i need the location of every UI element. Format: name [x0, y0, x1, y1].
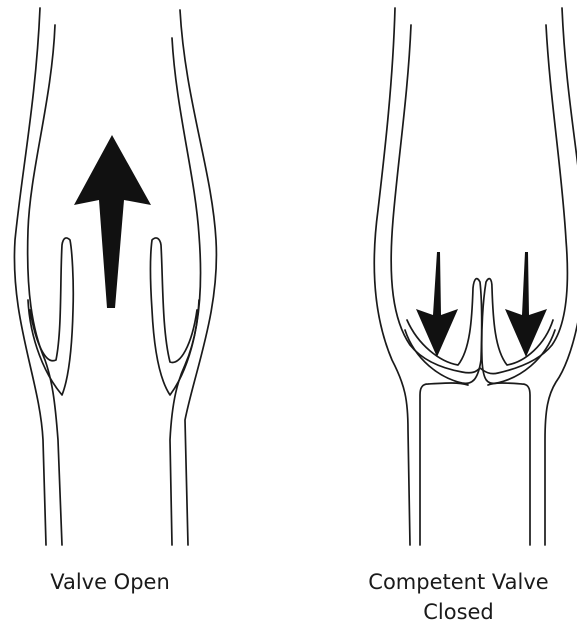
- valve-leaflet-right: [151, 238, 200, 395]
- vein-open-diagram: [14, 8, 216, 545]
- arrow-up-icon: [74, 135, 151, 308]
- caption-line-1: Competent Valve: [340, 567, 577, 597]
- vein-outer-wall-left: [14, 8, 46, 545]
- caption-valve-open: Valve Open: [20, 567, 200, 597]
- arrow-down-icon: [505, 252, 547, 357]
- caption-competent-valve-closed: Competent Valve Closed: [340, 567, 577, 627]
- vein-outer-wall-right-closed: [545, 8, 577, 545]
- vein-lower-lumen-left: [420, 383, 468, 545]
- arrow-down-icon: [416, 252, 458, 357]
- vein-outer-wall-right: [180, 10, 216, 545]
- vein-inner-wall-right: [170, 38, 201, 545]
- vein-lower-lumen-right: [488, 383, 530, 545]
- vein-closed-diagram: [374, 8, 577, 545]
- caption-line-2: Closed: [340, 597, 577, 627]
- valve-leaflet-left: [28, 238, 73, 395]
- vein-valve-diagram: [0, 0, 577, 560]
